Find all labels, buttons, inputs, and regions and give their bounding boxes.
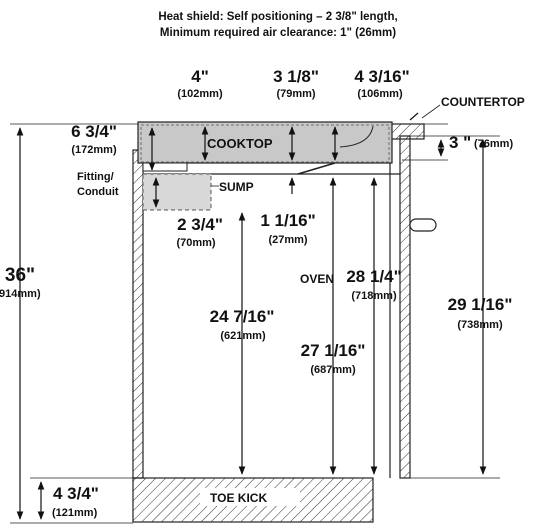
heat-shield-note-line2: Minimum required air clearance: 1" (26mm…: [159, 27, 397, 39]
toe-kick-label-bg: [200, 488, 300, 506]
dim-28-1-4-inch: 28 1/4": [346, 267, 402, 286]
cooktop-top-outline: [140, 124, 390, 163]
fitting-label: Fitting/: [77, 171, 114, 183]
dim-4-inch: 4": [191, 67, 209, 86]
heat-shield: [297, 162, 336, 175]
dim-1-1-16-inch: 1 1/16": [260, 211, 316, 230]
dim-4-3-4-mm: (121mm): [52, 507, 98, 519]
dim-3-1-8-mm: (79mm): [276, 88, 316, 100]
cabinet-left-wall: [132, 149, 144, 479]
dim-36-mm: (914mm): [0, 288, 41, 300]
dim-4-3-16-inch: 4 3/16": [354, 67, 410, 86]
dim-2-3-4-mm: (70mm): [176, 237, 216, 249]
dim-24-7-16-mm: (621mm): [220, 330, 266, 342]
cabinet-right-wall: [399, 135, 411, 479]
dim-3-inch: 3 ": [449, 133, 472, 152]
cooktop-curve: [339, 125, 374, 148]
dim-6-3-4-inch: 6 3/4": [71, 122, 117, 141]
dim-29-1-16-mm: (738mm): [457, 319, 503, 331]
dim-24-7-16-inch: 24 7/16": [209, 307, 275, 326]
sump-label: SUMP: [219, 180, 254, 194]
cooktop-body: [137, 121, 393, 164]
dim-28-1-4-mm: (718mm): [351, 290, 397, 302]
oven-label: OVEN: [300, 272, 335, 286]
dim-3-mm: (76mm): [474, 138, 514, 150]
dim-2-3-4-inch: 2 3/4": [177, 215, 223, 234]
sump-box: [142, 173, 212, 211]
cooktop-label: COOKTOP: [207, 136, 273, 151]
dim-3-1-8-inch: 3 1/8": [273, 67, 319, 86]
dim-27-1-16-inch: 27 1/16": [300, 341, 366, 360]
countertop-slab: [387, 123, 425, 140]
conduit-label: Conduit: [77, 186, 119, 198]
toe-kick-label: TOE KICK: [210, 491, 268, 505]
dim-6-3-4-mm: (172mm): [71, 144, 117, 156]
dim-36-inch: 36": [4, 265, 36, 286]
countertop-label: COUNTERTOP: [441, 95, 525, 109]
leader-countertop: [409, 112, 419, 121]
fitting-conduit: [142, 162, 188, 172]
dim-29-1-16-inch: 29 1/16": [447, 295, 513, 314]
dim-4-mm: (102mm): [177, 88, 223, 100]
dim-27-1-16-mm: (687mm): [310, 364, 356, 376]
oven-handle: [409, 218, 437, 232]
dim-4-3-16-mm: (106mm): [357, 88, 403, 100]
dim-1-1-16-mm: (27mm): [268, 234, 308, 246]
heat-shield-note-line1: Heat shield: Self positioning – 2 3/8" l…: [158, 11, 398, 23]
dim-4-3-4-inch: 4 3/4": [53, 484, 99, 503]
